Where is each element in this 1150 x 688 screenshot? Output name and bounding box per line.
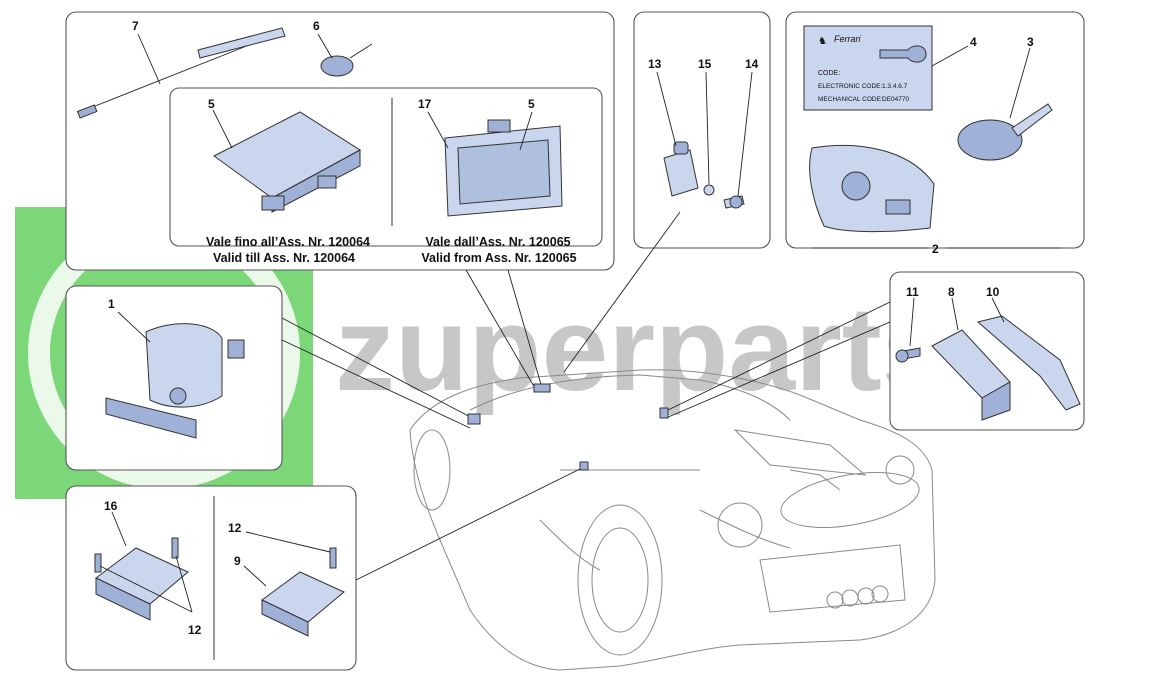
mechanical-code-label: MECHANICAL CODE: <box>818 96 883 103</box>
watermark-text: zuperparts <box>335 282 948 416</box>
panel-sensor-screw <box>633 11 771 249</box>
label-2: 2 <box>932 242 939 256</box>
label-1: 1 <box>108 297 115 311</box>
label-5-right: 5 <box>528 97 535 111</box>
label-11: 11 <box>906 285 919 299</box>
mechanical-code-value: DE04770 <box>882 96 909 103</box>
key-fob-icon <box>957 119 1023 161</box>
panel-receiver <box>889 271 1085 431</box>
caption-valid-from-it: Vale dall’Ass. Nr. 120065 <box>425 235 570 249</box>
label-12-bottom: 12 <box>188 623 202 637</box>
caption-valid-till-it: Vale fino all’Ass. Nr. 120064 <box>206 235 370 249</box>
label-3: 3 <box>1027 35 1034 49</box>
label-14: 14 <box>745 57 759 71</box>
label-17: 17 <box>418 97 432 111</box>
label-13: 13 <box>648 57 662 71</box>
label-7: 7 <box>132 19 139 33</box>
electronic-code-value: 1.3.4.6.7 <box>882 83 908 90</box>
label-4: 4 <box>970 35 977 49</box>
label-5-left: 5 <box>208 97 215 111</box>
car-outline <box>409 369 936 671</box>
code-card-brand: Ferrari <box>834 34 861 44</box>
label-6: 6 <box>313 19 320 33</box>
label-8: 8 <box>948 285 955 299</box>
label-15: 15 <box>698 57 712 71</box>
panel-tilt-sensor <box>65 485 357 671</box>
part-numbers: 7 6 5 17 5 13 15 14 4 3 2 1 11 8 10 16 1… <box>104 19 1034 637</box>
code-label: CODE: <box>818 70 840 77</box>
panel-keys: ♞ Ferrari CODE: ELECTRONIC CODE: 1.3.4.6… <box>785 11 1085 249</box>
label-9: 9 <box>234 554 241 568</box>
validity-captions: Vale fino all’Ass. Nr. 120064 Valid till… <box>206 235 577 265</box>
label-16: 16 <box>104 499 118 513</box>
code-card: ♞ Ferrari CODE: ELECTRONIC CODE: 1.3.4.6… <box>803 25 933 111</box>
panel-siren <box>65 285 283 471</box>
ferrari-horse-icon: ♞ <box>818 36 827 47</box>
caption-valid-from-en: Valid from Ass. Nr. 120065 <box>421 251 576 265</box>
caption-valid-till-en: Valid till Ass. Nr. 120064 <box>213 251 355 265</box>
electronic-code-label: ELECTRONIC CODE: <box>818 83 882 90</box>
panel-antenna-ecu <box>65 11 615 271</box>
label-10: 10 <box>986 285 1000 299</box>
leader-lines <box>281 211 891 581</box>
label-12-top: 12 <box>228 521 242 535</box>
